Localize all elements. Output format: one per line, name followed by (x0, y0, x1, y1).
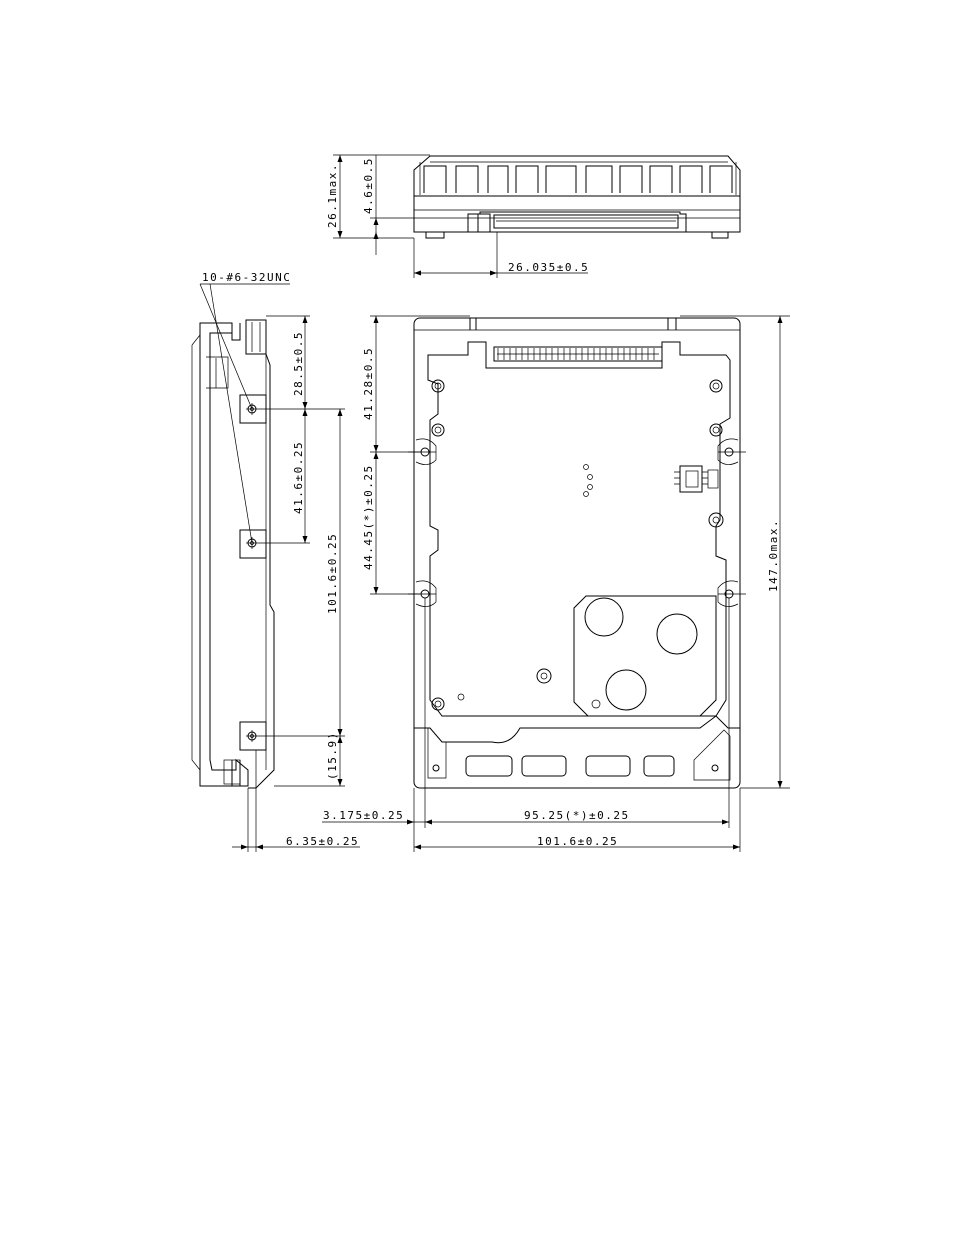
connector-offset-label: 26.035±0.5 (508, 261, 589, 274)
top-end-view (413, 155, 741, 239)
height-max-label: 26.1max. (326, 163, 339, 228)
side-hole-span-label: 101.6±0.25 (326, 533, 339, 614)
side-hole-height-label: 6.35±0.25 (286, 835, 359, 848)
interface-connector (493, 346, 663, 362)
bottom-view (413, 317, 741, 789)
side-hole-pitch-label: 41.6±0.25 (292, 441, 305, 514)
side-hole-bottom-label: (15.9) (326, 731, 339, 780)
side-view (191, 319, 275, 789)
overall-width-label: 101.6±0.25 (537, 835, 618, 848)
bottom-hole-span-label: 95.25(*)±0.25 (524, 809, 630, 822)
bottom-view-dimensions (322, 315, 790, 852)
power-connector (674, 465, 719, 493)
overall-length-label: 147.0max. (767, 519, 780, 592)
bottom-hole-edge-label: 3.175±0.25 (323, 809, 404, 822)
bottom-hole-pitch-label: 44.45(*)±0.25 (362, 464, 375, 570)
top-offset-label: 4.6±0.5 (362, 157, 375, 214)
thread-spec-label: 10-#6-32UNC (202, 271, 291, 284)
top-view-dimensions (333, 154, 588, 278)
side-hole-top-label: 28.5±0.5 (292, 331, 305, 396)
side-view-dimensions (199, 283, 360, 852)
bottom-hole-top-label: 41.28±0.5 (362, 347, 375, 420)
dimension-labels: 10-#6-32UNC 26.1max. 4.6±0.5 26.035±0.5 … (202, 157, 780, 848)
